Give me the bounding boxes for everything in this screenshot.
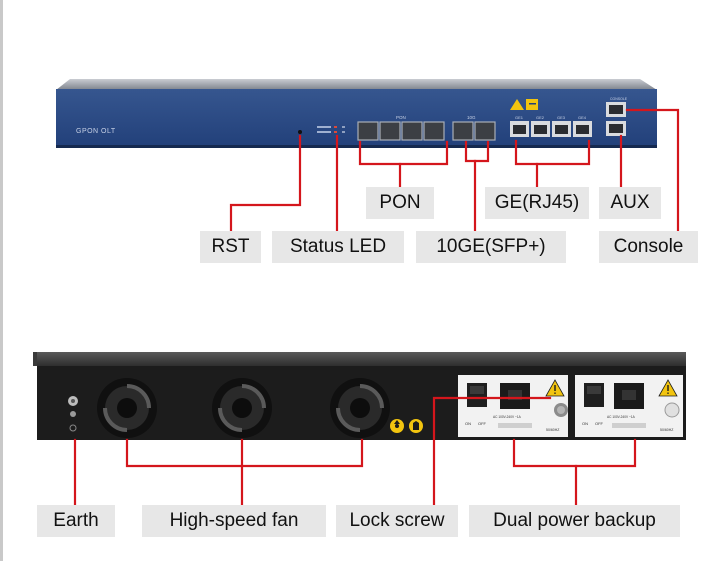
front-chassis-top <box>56 79 657 90</box>
pon-port-2 <box>379 121 401 141</box>
aux-port <box>606 121 626 136</box>
label-aux: AUX <box>599 187 661 219</box>
label-rst: RST <box>200 231 261 263</box>
sfp-port-2 <box>474 121 496 141</box>
ge-port-label-1: GE1 <box>515 115 524 120</box>
hot-surface-icon <box>409 419 423 433</box>
psu-2-frequency-text: 50/60HZ <box>660 428 674 432</box>
front-logo-icon <box>510 99 538 110</box>
psu-1-warning-icon <box>545 379 565 397</box>
callout-line-ge <box>514 139 591 166</box>
ge-port-1 <box>510 121 529 137</box>
psu-1-off-text: OFF <box>478 421 487 426</box>
psu-2-on-text: ON <box>582 421 588 426</box>
ge-port-2 <box>531 121 550 137</box>
fan-3-icon <box>330 378 390 438</box>
label-10ge-sfp: 10GE(SFP+) <box>416 231 566 263</box>
callout-line-power <box>512 438 637 468</box>
label-ge-rj45: GE(RJ45) <box>485 187 589 219</box>
earth-terminal-icon <box>68 396 78 432</box>
lock-screw-icon <box>554 403 568 417</box>
callout-line-fan <box>125 438 364 468</box>
psu-1-on-text: ON <box>465 421 471 426</box>
psu-2-rating-text: AC 100V-240V ~1A <box>607 415 636 419</box>
pon-port-4 <box>423 121 445 141</box>
ge-port-label-2: GE2 <box>536 115 545 120</box>
front-panel-body <box>56 89 657 147</box>
power-supply-1: ON OFF AC 100V-240V ~1A 50/60HZ <box>458 375 568 437</box>
ge-port-label-3: GE3 <box>557 115 566 120</box>
console-port <box>606 102 626 117</box>
callout-line-10ge <box>464 140 490 163</box>
label-dual-power-backup: Dual power backup <box>469 505 680 537</box>
callout-line-console <box>625 108 680 233</box>
psu-2-warning-icon <box>658 379 678 397</box>
label-lock-screw: Lock screw <box>336 505 458 537</box>
console-port-text: CONSOLE <box>610 97 628 101</box>
pon-port-3 <box>401 121 423 141</box>
ge-port-3 <box>552 121 571 137</box>
rear-chassis-top <box>37 352 686 367</box>
callout-lines <box>73 108 680 509</box>
fan-1-icon <box>97 378 157 438</box>
fan-hazard-icon <box>390 419 404 433</box>
callout-line-pon <box>358 140 449 166</box>
sfp-port-1 <box>452 121 474 141</box>
front-panel-bottom-edge <box>56 145 657 148</box>
label-status-led: Status LED <box>272 231 404 263</box>
fan-2-icon <box>212 378 272 438</box>
front-brand-text: GPON OLT <box>76 128 116 135</box>
page-left-border <box>0 0 3 561</box>
psu-1-frequency-text: 50/60HZ <box>546 428 560 432</box>
callout-line-rst <box>229 134 302 233</box>
ge-port-label-4: GE4 <box>578 115 587 120</box>
callout-line-lock-screw <box>432 396 552 509</box>
label-console: Console <box>599 231 698 263</box>
psu-2-screw-icon <box>664 402 680 418</box>
psu-1-rating-text: AC 100V-240V ~1A <box>493 415 522 419</box>
status-led-cluster <box>317 126 345 133</box>
rst-button <box>298 130 302 134</box>
pon-group-text: PON <box>396 115 406 120</box>
front-panel: GPON OLT PON 10G GE1 GE2 GE3 GE4 <box>56 79 657 148</box>
label-high-speed-fan: High-speed fan <box>142 505 326 537</box>
label-earth: Earth <box>37 505 115 537</box>
psu-2-off-text: OFF <box>595 421 604 426</box>
label-pon: PON <box>366 187 434 219</box>
ge-port-4 <box>573 121 592 137</box>
pon-port-1 <box>357 121 379 141</box>
rear-panel: ON OFF AC 100V-240V ~1A 50/60HZ ON OFF A… <box>33 352 686 440</box>
uplink-group-text: 10G <box>467 115 476 120</box>
